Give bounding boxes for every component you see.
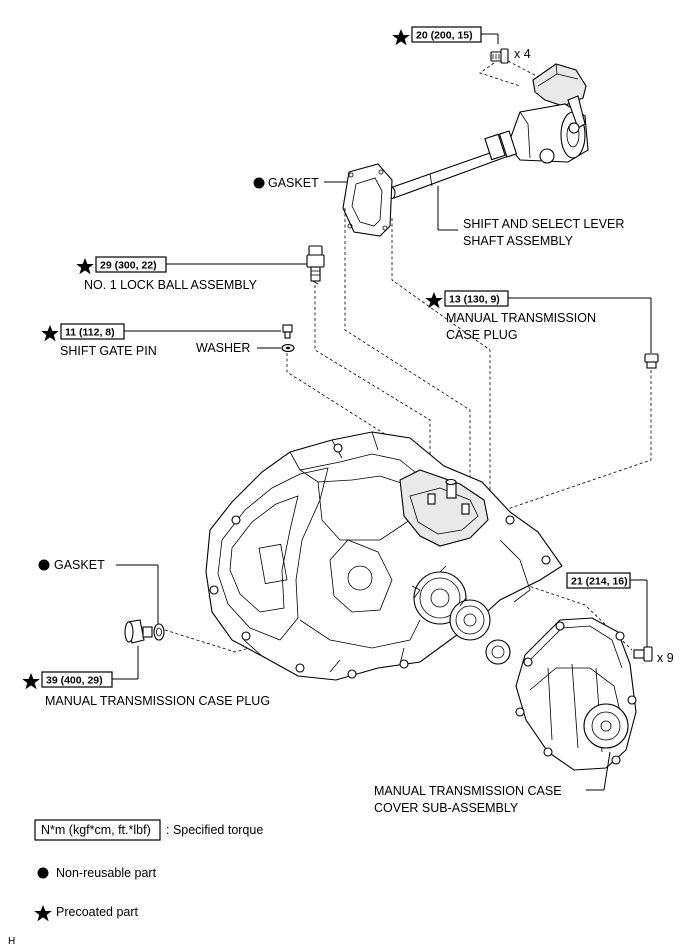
lock-ball-callout: 29 (300, 22) NO. 1 LOCK BALL ASSEMBLY — [76, 256, 307, 292]
gate-pin-torque: 11 (112, 8) — [65, 327, 115, 339]
gate-pin-callout: 11 (112, 8) SHIFT GATE PIN — [41, 323, 281, 358]
case-plug-left-label: MANUAL TRANSMISSION CASE PLUG — [45, 694, 270, 708]
lock-ball-label: NO. 1 LOCK BALL ASSEMBLY — [84, 278, 258, 292]
nonreusable-dot-icon — [253, 177, 265, 189]
gasket-top-callout: GASKET — [253, 176, 348, 190]
bolt-top-torque: 20 (200, 15) — [416, 30, 473, 42]
precoated-star-icon — [22, 673, 40, 690]
legend-nonreusable: Non-reusable part — [56, 866, 157, 880]
shift-lever-label-2: SHAFT ASSEMBLY — [463, 234, 574, 248]
case-plug-top-label-2: CASE PLUG — [446, 328, 518, 342]
legend-torque-unit: N*m (kgf*cm, ft.*lbf) — [41, 823, 151, 837]
corner-mark: H — [8, 936, 15, 947]
shift-lever-callout: SHIFT AND SELECT LEVER SHAFT ASSEMBLY — [437, 186, 624, 248]
nonreusable-dot-icon — [38, 559, 50, 571]
washer-callout: WASHER — [196, 341, 281, 355]
gasket-top-part — [342, 163, 393, 237]
bolt-top-callout: 20 (200, 15) x 4 — [392, 26, 531, 61]
washer-part — [281, 343, 295, 353]
cover-bolt-callout: 21 (214, 16) x 9 — [566, 572, 674, 665]
gasket-left-label: GASKET — [54, 558, 105, 572]
lock-ball-part — [306, 245, 325, 285]
shift-select-lever-shaft-part — [388, 63, 589, 200]
case-plug-top-label-1: MANUAL TRANSMISSION — [446, 311, 596, 325]
case-plug-left-torque: 39 (400, 29) — [46, 675, 103, 687]
cover-label-1: MANUAL TRANSMISSION CASE — [374, 784, 562, 798]
legend-precoated: Precoated part — [56, 905, 139, 919]
nonreusable-dot-icon — [37, 867, 49, 879]
bolt-top-part — [490, 48, 509, 64]
gasket-left-part — [153, 623, 165, 641]
cover-bolt-part — [633, 646, 653, 662]
legend: N*m (kgf*cm, ft.*lbf) : Specified torque… — [34, 819, 263, 922]
transmission-case-part — [205, 431, 563, 681]
precoated-star-icon — [425, 292, 443, 309]
gasket-top-label: GASKET — [268, 176, 319, 190]
case-plug-left-callout: 39 (400, 29) MANUAL TRANSMISSION CASE PL… — [22, 646, 270, 708]
legend-torque-desc: : Specified torque — [166, 823, 263, 837]
precoated-star-icon — [41, 325, 59, 342]
precoated-star-icon — [76, 258, 94, 275]
precoated-star-icon — [34, 905, 52, 922]
bolt-top-qty: x 4 — [514, 47, 531, 61]
case-plug-left-part — [124, 619, 153, 644]
precoated-star-icon — [392, 29, 410, 46]
case-plug-top-part — [644, 353, 659, 369]
lock-ball-torque: 29 (300, 22) — [100, 260, 157, 272]
case-cover-part — [515, 617, 637, 771]
shift-lever-label-1: SHIFT AND SELECT LEVER — [463, 217, 624, 231]
cover-bolt-qty: x 9 — [657, 651, 674, 665]
cover-label-2: COVER SUB-ASSEMBLY — [374, 801, 519, 815]
gate-pin-part — [282, 324, 293, 339]
cover-bolt-torque: 21 (214, 16) — [571, 576, 628, 588]
gate-pin-label: SHIFT GATE PIN — [60, 344, 157, 358]
case-plug-top-callout: 13 (130, 9) MANUAL TRANSMISSION CASE PLU… — [425, 290, 652, 353]
case-plug-top-torque: 13 (130, 9) — [449, 294, 500, 306]
cover-callout: MANUAL TRANSMISSION CASE COVER SUB-ASSEM… — [374, 751, 611, 815]
washer-label: WASHER — [196, 341, 250, 355]
gasket-left-callout: GASKET — [38, 558, 159, 624]
